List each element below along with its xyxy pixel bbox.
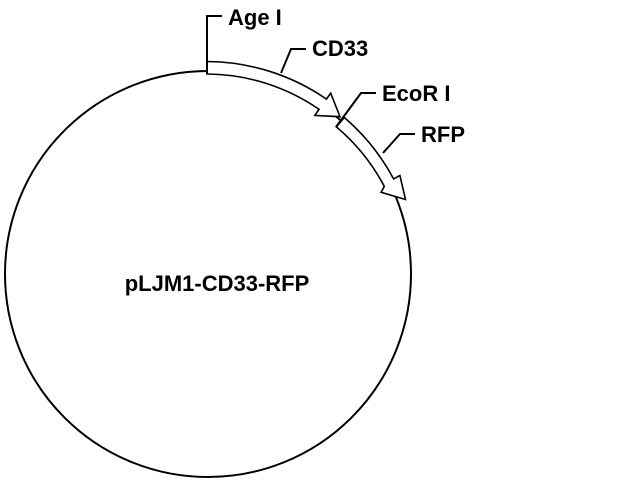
rfp-label: RFP <box>421 122 465 147</box>
ecor-i-label: EcoR I <box>382 81 450 106</box>
cd33-arrow <box>206 60 342 118</box>
rfp-marker-line <box>382 133 415 154</box>
rfp-arrow <box>335 116 407 201</box>
age-i-label: Age I <box>228 5 282 30</box>
cd33-label: CD33 <box>312 36 368 61</box>
plasmid-name: pLJM1-CD33-RFP <box>125 271 310 296</box>
ecor-i-marker-line <box>335 92 376 128</box>
cd33-marker-line <box>280 48 306 74</box>
age-i-marker-line <box>206 15 222 74</box>
